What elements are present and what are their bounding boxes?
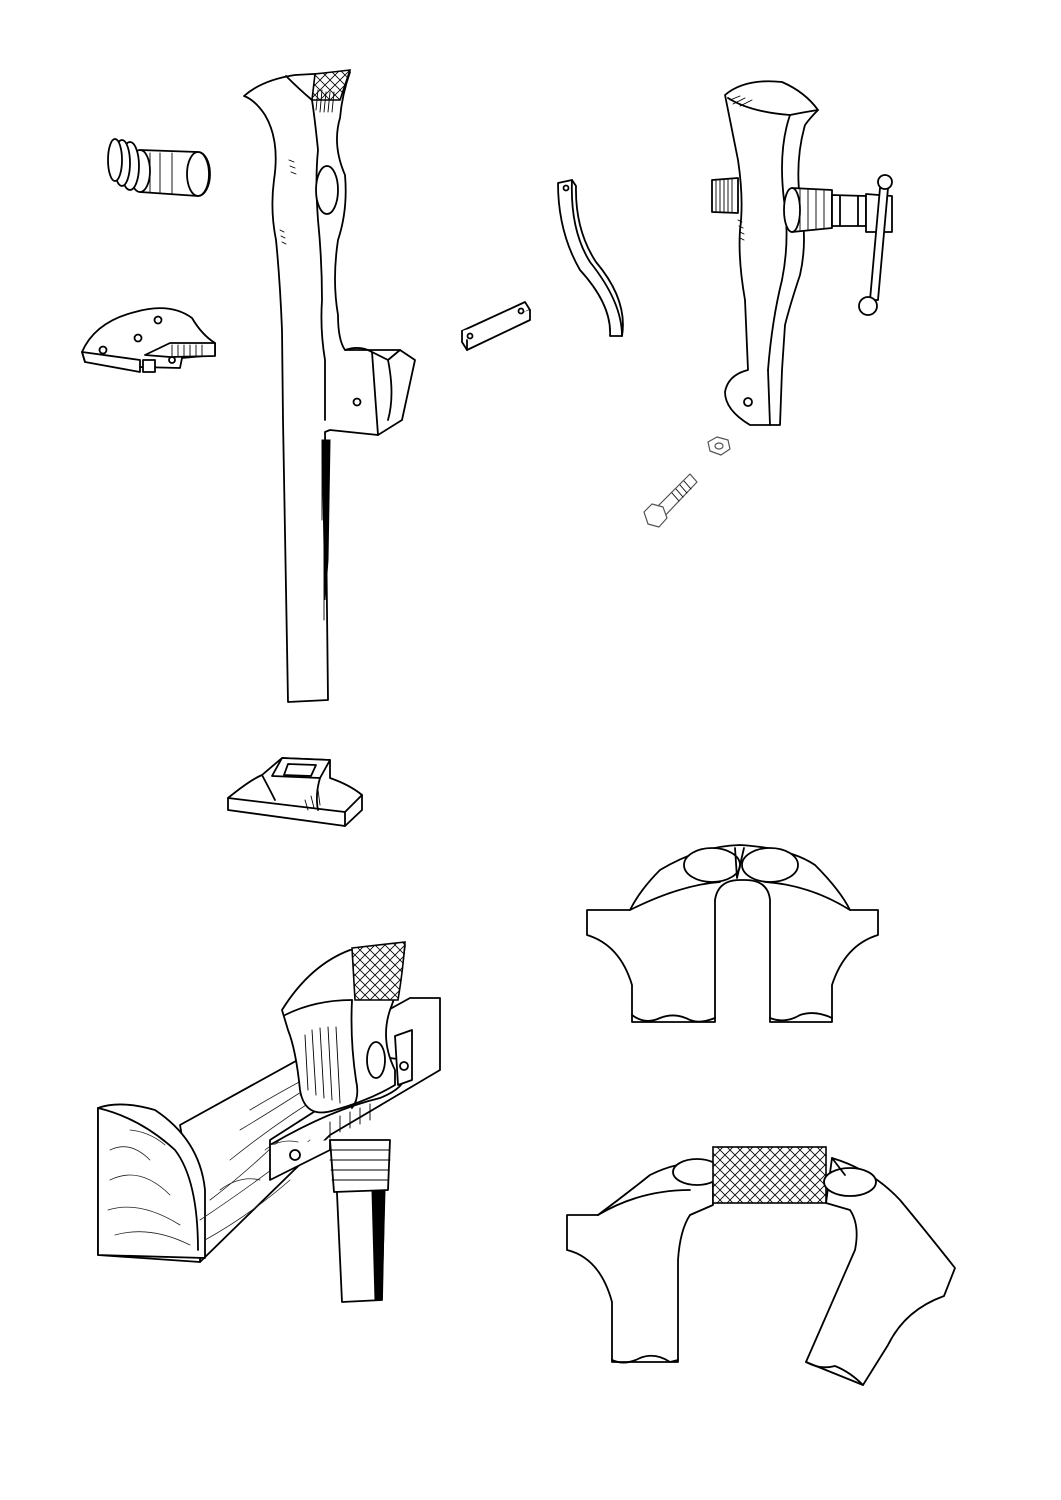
jaws-open-detail: [566, 1146, 956, 1386]
leaf-spring-part: [557, 179, 624, 337]
flat-link-part: [461, 301, 531, 351]
jaws-closed-detail: [586, 844, 879, 1023]
floor-foot-part: [227, 757, 363, 827]
hinge-nut-part: [707, 436, 731, 456]
front-jaw-part: [711, 80, 893, 426]
hinge-bolt-part: [643, 473, 698, 528]
mounting-plate-part: [81, 307, 216, 373]
mounted-vise-figure: [97, 941, 441, 1303]
vise-leg-part: [243, 69, 416, 703]
screw-box-part: [107, 138, 211, 197]
